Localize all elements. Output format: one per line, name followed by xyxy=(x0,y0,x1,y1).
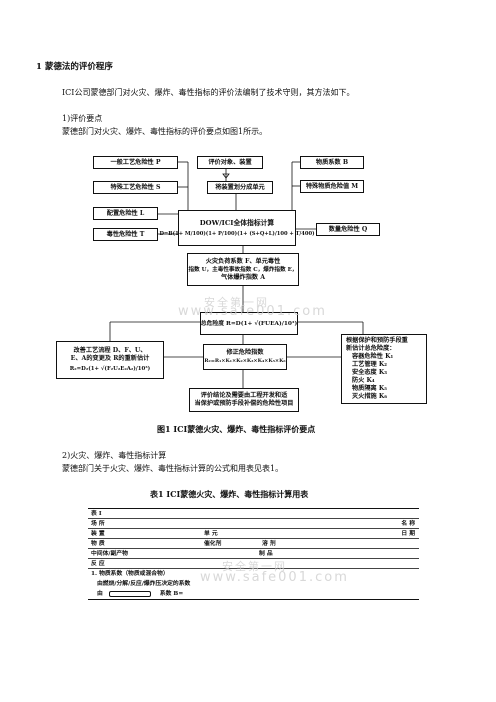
corrected-line-2: R₂=R₁×K₁×K₂×K₃×K₄×K₅×K₆ xyxy=(204,358,286,364)
box-general-process-hazard: 一般工艺危险性 P xyxy=(93,156,178,169)
cell-item1: 1. 物质系数（物质或混合物） xyxy=(91,571,169,577)
protection-line-2: 新估计总危险度： xyxy=(346,345,396,352)
cell-item1-sub: 由燃烧/分解/反应/爆炸压决定的系数 xyxy=(97,580,191,587)
material-factor-bar xyxy=(108,590,151,597)
cell-solvent: 溶 剂 xyxy=(262,540,276,547)
conclusion-line-2: 当保护或预防手段补偿的危险性项目 xyxy=(194,400,294,407)
cell-unit: 单 元 xyxy=(204,530,218,537)
protection-line-6: 防火 K₄ xyxy=(352,377,375,384)
fire-indices-line-1: 火灾负荷系数 F、单元毒性 xyxy=(205,257,281,265)
table-row: 表 I xyxy=(88,509,419,519)
cell-date: 日 期 xyxy=(401,530,415,537)
watermark-line-1: 安全第一网 xyxy=(204,296,269,309)
subsection-1-body: 蒙德部门对火灾、爆炸、毒性指标的评价要点如图1所示。 xyxy=(62,127,268,136)
watermark-line-2-lower: www.safe001.com xyxy=(200,570,349,585)
watermark-line-1-lower: 安全第一网 xyxy=(222,560,287,573)
cell-item1-from: 由 xyxy=(97,590,103,597)
cell-material: 物 质 xyxy=(91,540,105,547)
fire-indices-line-2: 指数 U，主毒性事故指数 C，爆炸指数 E， xyxy=(188,266,298,273)
box-overall-risk: 总危险度 R=D(1+ √(FUEA)/10³) xyxy=(200,312,298,335)
box-special-material-hazard: 特殊物质危险值 M xyxy=(300,180,364,193)
box-toxicity-hazard: 毒性危险性 T xyxy=(93,228,158,241)
protection-line-8: 灭火措施 K₆ xyxy=(352,393,387,400)
table-row: 中间体/副产物 制 品 xyxy=(88,549,419,559)
box-material-factor: 物质系数 B xyxy=(300,156,364,169)
table-row: 1. 物质系数（物质或混合物） xyxy=(88,569,419,579)
protection-line-7: 物质隔离 K₅ xyxy=(352,385,387,392)
process-line-3: R₂=D₂(1+ √(F₂U₂E₂A₂)/10³) xyxy=(69,366,151,372)
protection-line-1: 根据保护和预防手段重 xyxy=(346,337,408,344)
table-row: 物 质 催化剂 溶 剂 xyxy=(88,539,419,549)
cell-product: 制 品 xyxy=(259,550,273,557)
cell-device: 装 置 xyxy=(91,530,105,537)
box-layout-hazard: 配置危险性 L xyxy=(93,207,158,220)
box-protection-measures: 根据保护和预防手段重 新估计总危险度： 容器危险性 K₁ 工艺管理 K₂ 安全态… xyxy=(341,334,427,404)
table-label: 表 I xyxy=(91,510,102,517)
intro-paragraph: ICI公司蒙德部门对火灾、爆炸、毒性指标的评价法编制了技术守则，其方法如下。 xyxy=(62,88,355,97)
box-process-improvement: 改善工艺流程 D、F、U、 E、A的变更及 R的重新估计 R₂=D₂(1+ √(… xyxy=(56,341,164,379)
table-row: 反 应 xyxy=(88,559,419,569)
figure-caption: 图1 ICI蒙德火灾、爆炸、毒性指标评价要点 xyxy=(157,424,316,434)
box-fire-load-indices: 火灾负荷系数 F、单元毒性 指数 U，主毒性事故指数 C，爆炸指数 E， 气体爆… xyxy=(187,253,299,286)
watermark-line-2: www.safe001.com xyxy=(178,304,327,319)
conclusion-line-1: 评价结论及需要由工程开发和适 xyxy=(200,392,288,399)
process-line-1: 改善工艺流程 D、F、U、 xyxy=(73,347,147,354)
protection-line-5: 安全态度 K₃ xyxy=(352,369,387,376)
cell-intermediate: 中间体/副产物 xyxy=(91,550,128,557)
total-index-title: DOW/ICI全体指标计算 xyxy=(199,218,275,227)
subsection-1-title: 1)评价要点 xyxy=(62,114,103,123)
table-row: 由燃烧/分解/反应/爆炸压决定的系数 xyxy=(88,579,419,588)
box-evaluation-object: 评价对象、装置 xyxy=(197,156,263,169)
cell-name: 名 称 xyxy=(401,520,415,527)
cell-item1-result: 系数 B= xyxy=(159,590,184,597)
cell-site: 场 所 xyxy=(91,520,105,527)
box-corrected-hazard-index: 修正危险指数 R₂=R₁×K₁×K₂×K₃×K₄×K₅×K₆ xyxy=(203,344,287,370)
section-heading: 1 蒙德法的评价程序 xyxy=(36,62,113,72)
table-row: 装 置 单 元 日 期 xyxy=(88,529,419,539)
box-dow-ici-total-index: DOW/ICI全体指标计算 D=B(1+ M/100)(1+ P/100)(1+… xyxy=(159,210,315,246)
total-index-formula: D=B(1+ M/100)(1+ P/100)(1+ (S+Q+L)/100 +… xyxy=(159,230,315,237)
cell-catalyst: 催化剂 xyxy=(204,540,222,547)
fire-indices-line-3: 气体爆炸指数 A xyxy=(220,273,266,281)
box-special-process-hazard: 特殊工艺危险性 S xyxy=(93,181,178,194)
process-line-2: E、A的变更及 R的重新估计 xyxy=(70,355,150,362)
table-row: 场 所 名 称 xyxy=(88,519,419,529)
table-caption: 表1 ICI蒙德火灾、爆炸、毒性指标计算用表 xyxy=(150,489,309,499)
protection-line-4: 工艺管理 K₂ xyxy=(352,361,387,368)
box-quantity-hazard: 数量危险性 Q xyxy=(316,223,380,236)
table-row: 由 系数 B= xyxy=(88,588,419,599)
box-unit-division: 将装置划分成单元 xyxy=(207,181,273,194)
calculation-table: 表 I 场 所 名 称 装 置 单 元 日 期 物 质 催化剂 溶 剂 中间体/… xyxy=(88,508,419,600)
subsection-2-body: 蒙德部门关于火灾、爆炸、毒性指标计算的公式和用表见表1。 xyxy=(62,464,284,473)
subsection-2-title: 2)火灾、爆炸、毒性指标计算 xyxy=(62,451,167,460)
cell-reaction: 反 应 xyxy=(91,560,105,567)
protection-line-3: 容器危险性 K₁ xyxy=(352,353,394,360)
box-evaluation-conclusion: 评价结论及需要由工程开发和适 当保护或预防手段补偿的危险性项目 xyxy=(189,388,299,412)
corrected-line-1: 修正危险指数 xyxy=(226,349,264,356)
